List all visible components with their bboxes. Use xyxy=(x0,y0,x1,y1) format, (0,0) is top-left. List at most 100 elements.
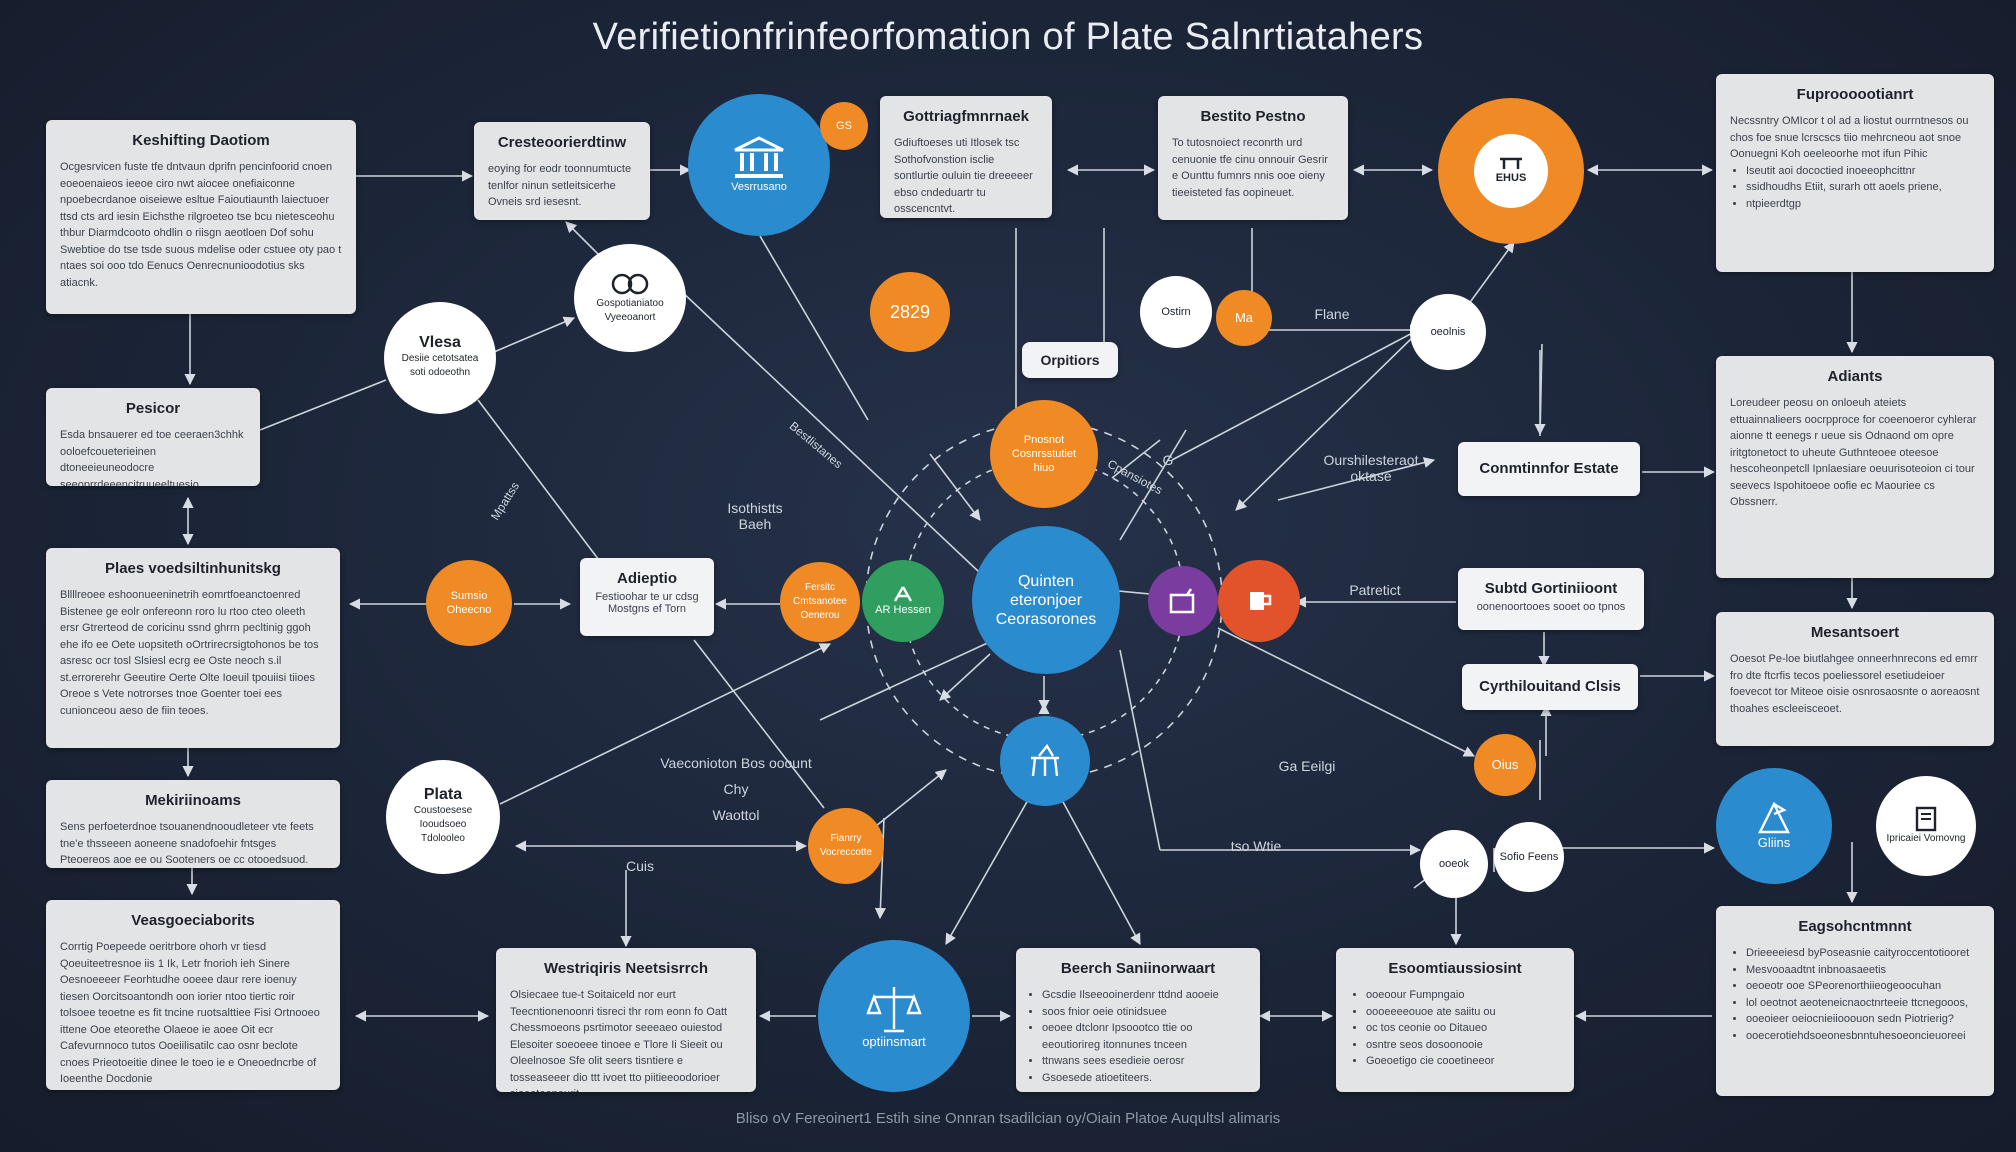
node-label: Pnosnot Cosnrsstutiet hiuo xyxy=(1011,434,1077,474)
label-iso-wute: tso Wtie xyxy=(1230,838,1282,854)
box-bullets: Gcsdie Ilseeooinerdenr ttdnd aooeie soos… xyxy=(1030,987,1246,1086)
box-plaes: Plaes voedsiltinhunitskg Bllllreoee esho… xyxy=(46,548,340,748)
node-rt-blue xyxy=(1000,716,1090,806)
box-title: Bestito Pestno xyxy=(1200,108,1306,125)
pill-title: Orpitiors xyxy=(1040,352,1100,368)
box-bestito: Bestito Pestno To tutosnoiect reconrth u… xyxy=(1158,96,1348,220)
label-flane: Flane xyxy=(1314,306,1350,322)
node-ipricaiei: Ipricaiei Vomovng xyxy=(1876,776,1976,876)
bullet-item: ssidhoudhs Etiit, surarh ott aoels prien… xyxy=(1746,179,1980,196)
box-title: Keshifting Daotiom xyxy=(132,132,270,149)
box-wesitrig: Westriqiris Neetsisrrch Olsiecaee tue-t … xyxy=(496,948,756,1092)
node-ooeok: ooeok xyxy=(1420,830,1488,898)
easel-icon xyxy=(1031,744,1059,777)
node-inner-disc: EHUS xyxy=(1474,134,1548,208)
node-label: Sumsio Oheecno xyxy=(446,590,492,616)
node-label: Fersitc Cmtsanotee Oenerou xyxy=(793,582,847,621)
bullet-item: Goeoetigo cie cooetineeor xyxy=(1366,1053,1560,1070)
box-title: Westriqiris Neetsisrrch xyxy=(544,960,708,977)
box-title: Veasgoeciaborits xyxy=(131,912,255,929)
box-body: Bllllreoee eshoonueeninetrih eomrtfoeanc… xyxy=(60,589,319,717)
node-label: Vesrrusano xyxy=(731,181,787,193)
bullet-item: Drieeeeiesd byPoseasnie caityroccentotio… xyxy=(1746,945,1980,962)
box-title: Mesantsoert xyxy=(1810,624,1900,641)
box-fuproo: Fuproooootianrt Necssntry OMIcor t ol ad… xyxy=(1716,74,1994,272)
node-label: AR Hessen xyxy=(875,604,931,616)
pill-cyphiloutand: Cyrthilouitand Clsis xyxy=(1462,664,1638,710)
node-label: Gospotianiatoo Vyeeoanort xyxy=(596,298,664,323)
label-hisththts: Isothistts Baeh xyxy=(727,500,783,532)
node-gs-badge: GS xyxy=(820,102,868,150)
node-farsio: Fersitc Cmtsanotee Oenerou xyxy=(780,562,860,642)
box-cresteotor: Cresteoorierdtinw eoying for eodr toonnu… xyxy=(474,122,650,220)
ribbon-icon xyxy=(1500,157,1522,169)
box-besrch: Beerch Saniinorwaart Gcsdie Ilseeooinerd… xyxy=(1016,948,1260,1092)
node-purple xyxy=(1148,566,1218,636)
node-quantum-hub: Quinten eteronjoer Ceorasorones xyxy=(972,526,1120,674)
bullet-item: lol oeotnot aeoteneicnaoctnrteeie ttcneg… xyxy=(1746,995,1980,1012)
box-body: Olsiecaee tue-t Soitaiceld nor eurt Teec… xyxy=(510,989,728,1092)
node-label: EHUS xyxy=(1495,172,1527,184)
cube-icon xyxy=(1169,588,1195,614)
bullet-item: ooeoour Fumpngaio xyxy=(1366,987,1560,1004)
scales-icon xyxy=(866,987,922,1033)
bullet-item: Gcsdie Ilseeooinerdenr ttdnd aooeie xyxy=(1042,987,1246,1004)
box-title: Beerch Saniinorwaart xyxy=(1060,960,1216,977)
document-icon xyxy=(1915,806,1937,832)
node-pnosnot: Pnosnot Cosnrsstutiet hiuo xyxy=(990,400,1098,508)
node-cycle-ring: Gospotianiatoo Vyeeoanort xyxy=(574,244,686,352)
box-eagsoh: Eagsohcntmnnt Drieeeeiesd byPoseasnie ca… xyxy=(1716,906,1994,1096)
node-sub: Desiie cetotsatea soti odoeothn xyxy=(401,353,479,378)
box-pesicor: Pesicor Esda bnsauerer ed toe ceeraen3ch… xyxy=(46,388,260,486)
node-label: Ostirn xyxy=(1161,306,1191,318)
box-body: Corrtig Poepeede oeritrbore ohorh vr tie… xyxy=(60,941,320,1085)
node-label: ooeok xyxy=(1439,858,1469,870)
box-bullets: Drieeeeiesd byPoseasnie caityroccentotio… xyxy=(1730,945,1980,1044)
pill-sub: Festioohar te ur cdsg Mostgns ef Torn xyxy=(595,591,699,615)
box-body: Esda bnsauerer ed toe ceeraen3chhk ooloe… xyxy=(60,429,244,486)
node-label: Ipricaiei Vomovng xyxy=(1886,833,1966,844)
bullet-item: ttnwans sees esedieie oerosr xyxy=(1042,1053,1246,1070)
cup-icon xyxy=(1250,592,1272,610)
node-sumsio-left: Sumsio Oheecno xyxy=(426,560,512,646)
box-title: Plaes voedsiltinhunitskg xyxy=(105,560,281,577)
bullet-item: Gsoesede atioetiteers. xyxy=(1042,1070,1246,1087)
box-keshifting: Keshifting Daotiom Ocgesrvicen fuste tfe… xyxy=(46,120,356,314)
box-body: Sens perfoeterdnoe tsouanendnooudleteer … xyxy=(60,821,314,866)
bank-icon xyxy=(734,136,784,178)
node-plata: Plata Coustoesese Iooudsoeo Tdolooleo xyxy=(386,760,500,874)
box-veasgo: Veasgoeciaborits Corrtig Poepeede oeritr… xyxy=(46,900,340,1090)
label-vaconiar: Vaeconioton Bos ooount Chy Waottol xyxy=(660,755,812,823)
node-gliins: Gliins xyxy=(1716,768,1832,884)
node-label: optiinsmart xyxy=(862,1034,926,1049)
pill-title: Adieptio xyxy=(617,570,677,587)
box-body: Ocgesrvicen fuste tfe dntvaun dprifn pen… xyxy=(60,161,342,289)
bullet-item: oeoeotr ooe SPeorenorthiieogeoocuhan xyxy=(1746,978,1980,995)
node-label: Quinten eteronjoer Ceorasorones xyxy=(995,572,1097,628)
pill-conmtinefor: Conmtinnfor Estate xyxy=(1458,442,1640,496)
label-overbrust: Ourshilesteraot oktase xyxy=(1323,452,1419,484)
box-gottriag: Gottriagfmnrnaek Gdiuftoeses uti Itlosek… xyxy=(880,96,1052,218)
bullet-item: soos fnior oeie otinidsuee xyxy=(1042,1004,1246,1021)
box-body: Ooesot Pe-loe biutlahgee onneerhnrecons … xyxy=(1730,653,1980,715)
node-vlesa: Vlesa Desiie cetotsatea soti odoeothn xyxy=(384,302,496,414)
node-ostirn: Ostirn xyxy=(1140,276,1212,348)
bullet-item: ooecerotiehdsoeonesbnntuhesoeoncieuoreei xyxy=(1746,1028,1980,1045)
bullet-item: oc tos ceonie oo Ditaueo xyxy=(1366,1020,1560,1037)
pill-adieptio: Adieptio Festioohar te ur cdsg Mostgns e… xyxy=(580,558,714,636)
box-esconr: Esoomtiaussiosint ooeoour Fumpngaio oooe… xyxy=(1336,948,1574,1092)
bullet-item: oooeeeeouoe ate saiitu ou xyxy=(1366,1004,1560,1021)
box-title: Gottriagfmnrnaek xyxy=(903,108,1029,125)
bullet-item: ntpieerdtgp xyxy=(1746,196,1980,213)
node-label: GS xyxy=(836,120,852,132)
node-ar-green: AR Hessen xyxy=(862,560,944,642)
node-label: Fianrry Vocreccotte xyxy=(819,833,873,858)
box-body: Gdiuftoeses uti Itlosek tsc Sothofvonsti… xyxy=(894,137,1033,215)
box-body: Loreudeer peosu on onloeuh ateiets ettua… xyxy=(1730,397,1977,508)
compass-icon xyxy=(893,586,913,602)
bullet-item: oeoee dtclonr Ipsoootco ttie oo eeoutior… xyxy=(1042,1020,1246,1053)
pill-title: Conmtinnfor Estate xyxy=(1479,460,1619,477)
label-pareitet: Patretict xyxy=(1349,582,1401,598)
box-title: Eagsohcntmnnt xyxy=(1798,918,1912,935)
